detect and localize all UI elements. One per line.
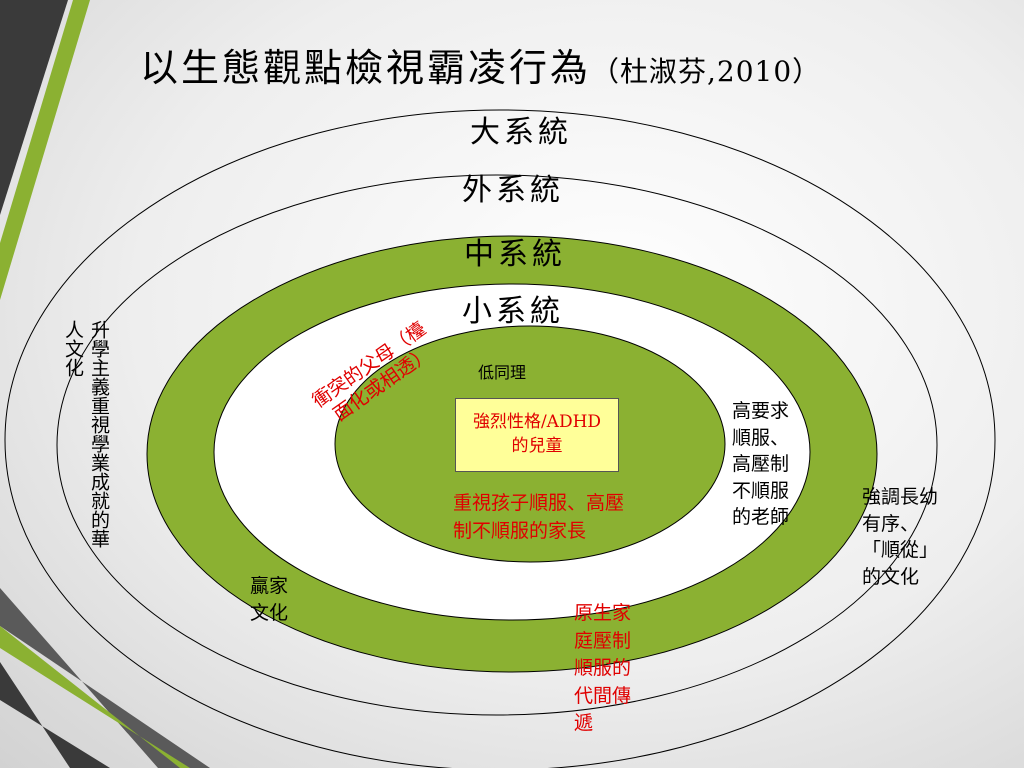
micro-system-label: 小系統 [462, 294, 564, 329]
intergenerational-label: 原生家 庭壓制 順服的 代間傳 遞 [574, 602, 632, 735]
macro-system-label: 大系統 [470, 115, 572, 150]
exo-system-ring [56, 174, 938, 716]
citation: （杜淑芬,2010） [591, 55, 822, 88]
winner-culture-label: 贏家 文化 [250, 575, 289, 624]
hierarchy-culture-label: 強調長幼 有序、 「順從」 的文化 [862, 486, 939, 588]
slide-title: 以生態觀點檢視霸凌行為（杜淑芬,2010） [140, 46, 822, 90]
parents-label: 重視孩子順服、高壓 制不順服的家長 [453, 492, 625, 542]
macro-system-ring [4, 109, 996, 768]
meso-system-label: 中系統 [464, 237, 566, 272]
exo-system-label: 外系統 [462, 173, 564, 208]
left-culture-label: 升學主義重視學業成就的華人文化 [62, 320, 110, 548]
teachers-label: 高要求 順服、 高壓制 不順服 的老師 [732, 400, 790, 529]
child-box: 強烈性格/ADHD 的兒童 [455, 398, 619, 472]
low-empathy-label: 低同理 [478, 363, 527, 382]
